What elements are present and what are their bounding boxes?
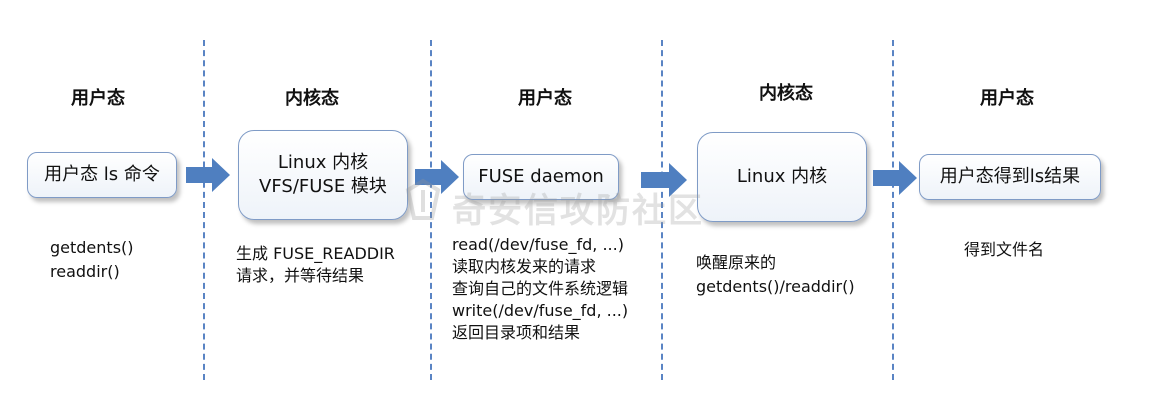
linux-kernel-label: Linux 内核 xyxy=(736,166,828,187)
note-line: 返回目录项和结果 xyxy=(452,323,581,342)
note-line: getdents()/readdir() xyxy=(696,277,855,296)
note-line: 得到文件名 xyxy=(964,240,1045,259)
ls-command-box: 用户态 ls 命令 xyxy=(27,152,177,198)
note-line: 唤醒原来的 xyxy=(696,253,777,272)
ls-command-label: 用户态 ls 命令 xyxy=(44,164,160,185)
header-user-space-3: 用户态 xyxy=(980,88,1034,109)
linux-kernel-box: Linux 内核 xyxy=(697,132,867,222)
header-kernel-space-2: 内核态 xyxy=(759,83,813,104)
watermark-text: 奇安信攻防社区 xyxy=(452,191,704,231)
kernel-vfs-fuse-box: Linux 内核 VFS/FUSE 模块 xyxy=(238,130,408,220)
result-label: 用户态得到ls结果 xyxy=(939,166,1081,187)
divider-2 xyxy=(430,40,432,380)
note-line: 生成 FUSE_READDIR xyxy=(236,244,395,263)
divider-1 xyxy=(203,40,205,380)
note-line: read(/dev/fuse_fd, ...) xyxy=(452,235,624,254)
arrow-right-icon xyxy=(415,160,459,194)
kernel-vfs-line2: VFS/FUSE 模块 xyxy=(259,176,387,197)
divider-4 xyxy=(892,40,894,380)
result-box: 用户态得到ls结果 xyxy=(919,154,1101,200)
arrow-right-icon xyxy=(641,163,687,197)
arrow-right-icon xyxy=(873,161,917,195)
fuse-daemon-label: FUSE daemon xyxy=(478,166,604,187)
note-line: readdir() xyxy=(50,262,120,281)
note-fuse-request: 生成 FUSE_READDIR 请求，并等待结果 xyxy=(236,243,395,287)
note-filenames: 得到文件名 xyxy=(964,239,1044,260)
note-syscalls: getdents() readdir() xyxy=(50,236,134,284)
header-user-space-2: 用户态 xyxy=(518,88,572,109)
note-line: getdents() xyxy=(50,238,134,257)
note-line: 查询自己的文件系统逻辑 xyxy=(452,279,629,298)
watermark-logo-icon xyxy=(405,178,441,220)
arrow-right-icon xyxy=(186,158,230,192)
divider-3 xyxy=(661,40,663,380)
header-kernel-space-1: 内核态 xyxy=(285,88,339,109)
note-wakeup: 唤醒原来的 getdents()/readdir() xyxy=(696,251,855,299)
kernel-vfs-line1: Linux 内核 xyxy=(277,152,369,173)
fuse-daemon-box: FUSE daemon xyxy=(463,154,619,200)
note-line: 读取内核发来的请求 xyxy=(452,257,597,276)
note-daemon-steps: read(/dev/fuse_fd, ...) 读取内核发来的请求 查询自己的文… xyxy=(452,234,628,344)
note-line: 请求，并等待结果 xyxy=(236,266,365,285)
note-line: write(/dev/fuse_fd, ...) xyxy=(452,301,629,320)
header-user-space-1: 用户态 xyxy=(71,88,125,109)
